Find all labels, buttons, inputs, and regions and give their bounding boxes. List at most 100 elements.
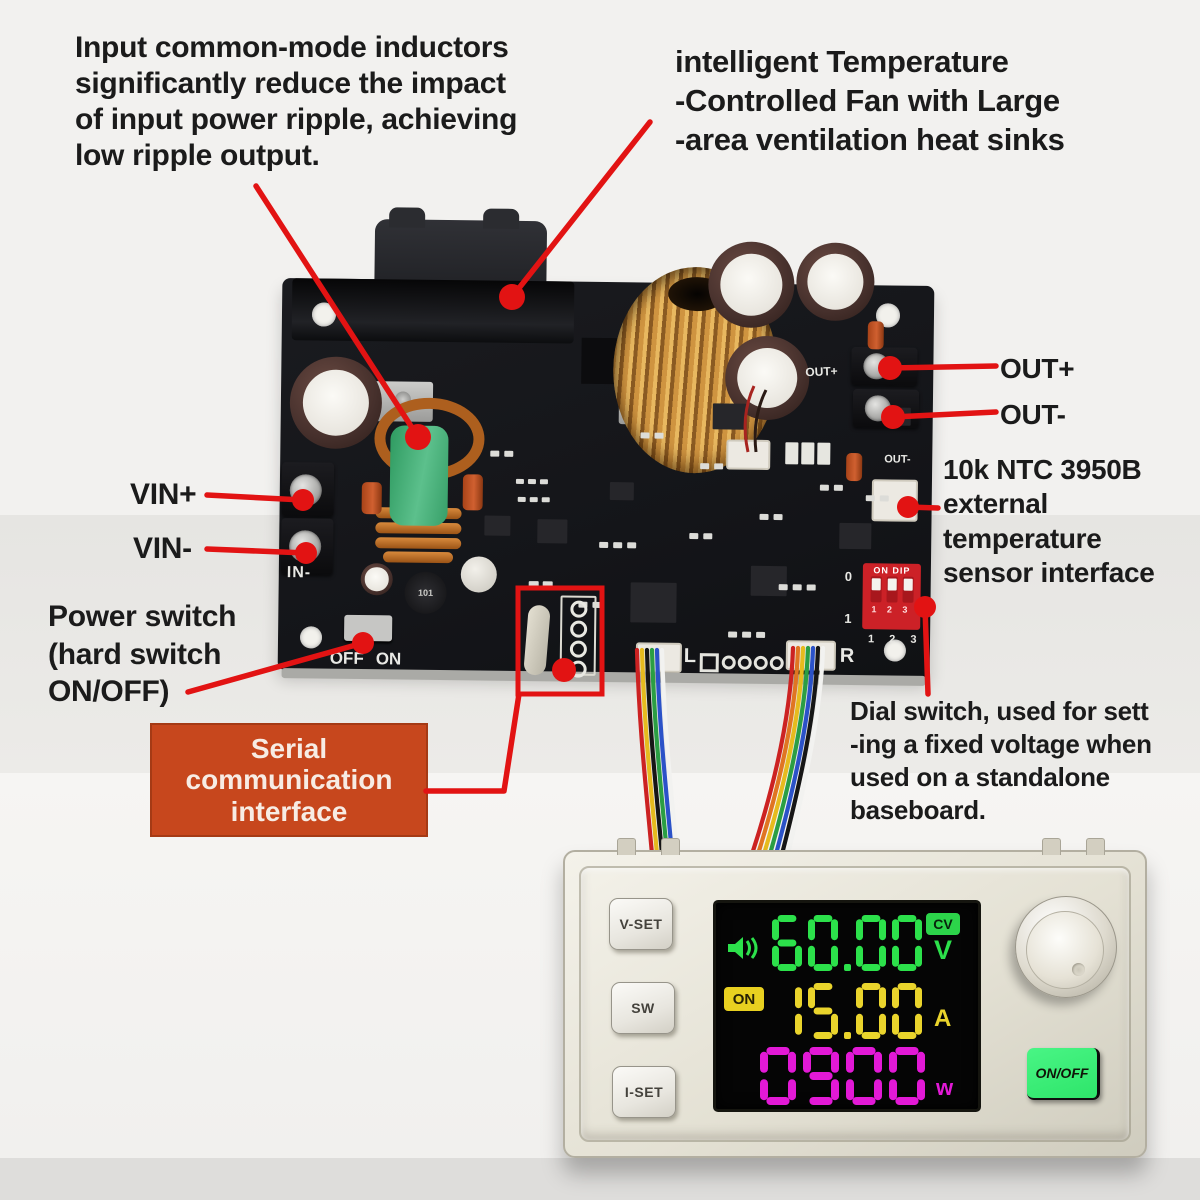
annotation-serial-interface: Serial communication interface (150, 723, 428, 837)
knob-face (1026, 911, 1104, 989)
panel-bezel (579, 866, 1131, 1142)
annotation-vin-plus: VIN+ (130, 478, 197, 511)
power-switch[interactable] (343, 614, 393, 642)
silk-one: 1 (844, 610, 852, 627)
electrolytic-capacitor (289, 356, 383, 450)
smd-component (627, 542, 637, 549)
dip-slider-1[interactable] (870, 576, 882, 603)
watt-unit: w (936, 1075, 954, 1100)
knob-dimple (1072, 963, 1085, 976)
mount-hole (299, 626, 323, 649)
silk-right: R (839, 644, 855, 668)
smd-component (599, 541, 609, 549)
smd-component (517, 496, 526, 503)
smd-component (539, 479, 548, 485)
i-set-button[interactable]: I-SET (612, 1066, 676, 1118)
annotation-out-minus: OUT- (1000, 399, 1066, 430)
terminal-screw (288, 530, 322, 563)
silk-zero: 0 (844, 568, 853, 585)
smd-component (630, 582, 677, 623)
dip-slider-2[interactable] (886, 576, 898, 603)
electrolytic-capacitor (795, 242, 875, 322)
dip-switch[interactable]: ON DIP 1 2 3 (862, 563, 921, 630)
tantalum-capacitor (361, 482, 382, 515)
smd-component (542, 581, 553, 589)
background-band (0, 1158, 1200, 1200)
cv-mode-badge: CV (926, 913, 960, 935)
display-connector-left (635, 642, 682, 673)
smd-component (528, 581, 539, 589)
display-connector-right (785, 640, 837, 671)
silk-off: OFF (329, 648, 364, 669)
dip-switch-numbers: 1 2 3 (871, 604, 912, 615)
annotation-vin-minus: VIN- (133, 532, 192, 565)
dip-slider-3[interactable] (901, 576, 914, 603)
annotation-ntc-sensor: 10k NTC 3950B external temperature senso… (943, 454, 1155, 589)
small-capacitor (360, 563, 393, 596)
panel-tab (1086, 838, 1105, 855)
silk-out-minus: OUT- (884, 453, 911, 466)
smd-component (504, 450, 514, 457)
smd-component (778, 584, 788, 591)
rotary-encoder-knob[interactable] (1015, 896, 1117, 998)
panel-tab (617, 838, 636, 855)
speaker-icon (728, 937, 758, 959)
electrolytic-capacitor (707, 241, 795, 329)
tantalum-capacitor (845, 452, 863, 482)
footprint-pad (769, 656, 784, 671)
smd-component (541, 497, 550, 503)
annotation-input-inductors: Input common-mode inductors significantl… (75, 31, 518, 172)
smd-component (490, 450, 500, 457)
smd-component (700, 463, 710, 470)
common-mode-choke (389, 425, 449, 527)
fan-housing (374, 219, 548, 286)
lcd-screen: CV ON V A w (713, 900, 981, 1112)
terminal-screw (289, 474, 323, 507)
smd-component (806, 584, 816, 591)
panel-tab (1042, 838, 1061, 855)
serial-component (523, 604, 551, 676)
smd-component (712, 403, 747, 430)
smd-component (750, 565, 787, 597)
volt-unit: V (934, 935, 953, 965)
smd-component (792, 584, 802, 591)
smd-component (742, 631, 752, 638)
footprint-pad (753, 655, 768, 670)
fan-housing (483, 208, 520, 229)
fan-housing (389, 207, 426, 228)
smd-component (773, 514, 783, 521)
on-off-button[interactable]: ON/OFF (1027, 1048, 1100, 1100)
amp-unit: A (934, 1005, 952, 1032)
choke-coil-turn (375, 537, 462, 550)
dip-switch-header: ON DIP (873, 565, 911, 576)
annotation-dial-switch: Dial switch, used for sett -ing a fixed … (850, 696, 1152, 826)
sw-button[interactable]: SW (611, 982, 675, 1034)
terminal-screw (864, 395, 892, 422)
smd-component (879, 495, 889, 502)
smd-component (654, 432, 664, 439)
lcd-digits (728, 915, 925, 1105)
smd-component (609, 482, 634, 501)
smd-component (865, 495, 875, 502)
silk-left: L (683, 644, 697, 668)
smd-component (537, 519, 568, 544)
choke-coil-turn (382, 551, 454, 564)
footprint-pad (699, 653, 719, 673)
smd-component (515, 478, 524, 484)
smd-component (613, 542, 623, 549)
mount-hole (311, 302, 337, 327)
smd-component (689, 533, 699, 540)
silk-on: ON (375, 649, 402, 669)
silk-dip-numbers: 1 2 3 (867, 633, 923, 646)
smd-component (888, 407, 911, 426)
annotation-fan: intelligent Temperature -Controlled Fan … (675, 44, 1065, 158)
smd-component (714, 463, 724, 470)
smd-component (756, 631, 766, 638)
smd-component (817, 442, 831, 465)
annotation-out-plus: OUT+ (1000, 353, 1075, 384)
smd-component (801, 442, 815, 465)
shielded-inductor: 101 (404, 571, 447, 615)
small-capacitor (460, 556, 498, 593)
v-set-button[interactable]: V-SET (609, 898, 673, 950)
